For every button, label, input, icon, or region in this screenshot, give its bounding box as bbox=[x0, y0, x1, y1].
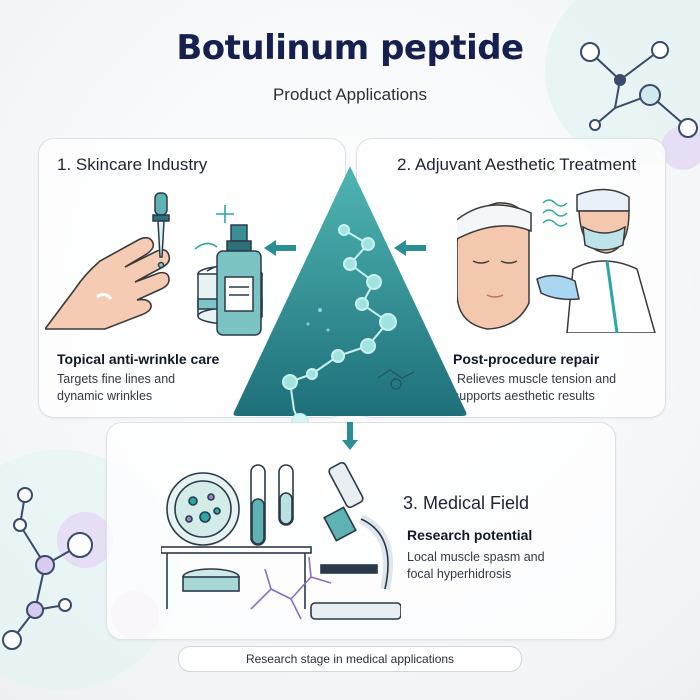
sparkle-icon bbox=[216, 205, 234, 223]
medical-card-subtitle: Research potential bbox=[407, 527, 533, 543]
footer-note: Research stage in medical applications bbox=[178, 646, 522, 672]
serum-bottle-icon bbox=[216, 224, 262, 336]
medical-card-title: 3. Medical Field bbox=[403, 493, 530, 513]
aesthetic-card-desc-line1: Relieves muscle tension and bbox=[457, 372, 617, 386]
skincare-card-title: 1. Skincare Industry bbox=[57, 155, 208, 174]
medical-illustration bbox=[161, 461, 401, 620]
skincare-card-desc-line1: Targets fine lines and bbox=[57, 372, 176, 386]
skincare-card-desc-line2: dynamic wrinkles bbox=[57, 389, 153, 403]
medical-card-desc-line2: focal hyperhidrosis bbox=[407, 567, 512, 581]
molecule-icon-bottom-left bbox=[2, 487, 93, 650]
skincare-card-subtitle: Topical anti-wrinkle care bbox=[57, 351, 220, 367]
peptide-triangle bbox=[233, 166, 467, 422]
petri-dish-icon bbox=[166, 472, 240, 546]
molecule-icon-top-right bbox=[580, 41, 698, 138]
microscope-icon bbox=[310, 461, 401, 620]
aesthetic-card-desc-line2: supports aesthetic results bbox=[453, 389, 595, 403]
arrow-down-icon bbox=[342, 422, 358, 450]
test-tube-icon bbox=[250, 464, 294, 546]
medical-card: 3. Medical Field Research potential Loca… bbox=[106, 422, 616, 640]
arrow-left-icon-right bbox=[394, 240, 426, 256]
face-icon bbox=[457, 202, 532, 330]
skincare-card: 1. Skincare Industry bbox=[38, 138, 346, 418]
arrow-left-icon bbox=[264, 240, 296, 256]
aesthetic-card-subtitle: Post-procedure repair bbox=[453, 351, 600, 367]
neuron-icon bbox=[250, 556, 332, 620]
dropper-icon bbox=[152, 192, 170, 269]
medical-card-desc-line1: Local muscle spasm and bbox=[407, 550, 545, 564]
molecule-icon bbox=[282, 224, 397, 422]
practitioner-icon bbox=[536, 188, 656, 333]
aesthetic-card: 2. Adjuvant Aesthetic Treatment Post-pro… bbox=[356, 138, 666, 418]
aesthetic-card-title: 2. Adjuvant Aesthetic Treatment bbox=[397, 155, 637, 174]
aesthetic-illustration bbox=[457, 188, 656, 333]
hand-icon bbox=[45, 236, 171, 330]
page-subtitle: Product Applications bbox=[272, 85, 428, 104]
page-title: Botulinum peptide bbox=[176, 28, 524, 68]
